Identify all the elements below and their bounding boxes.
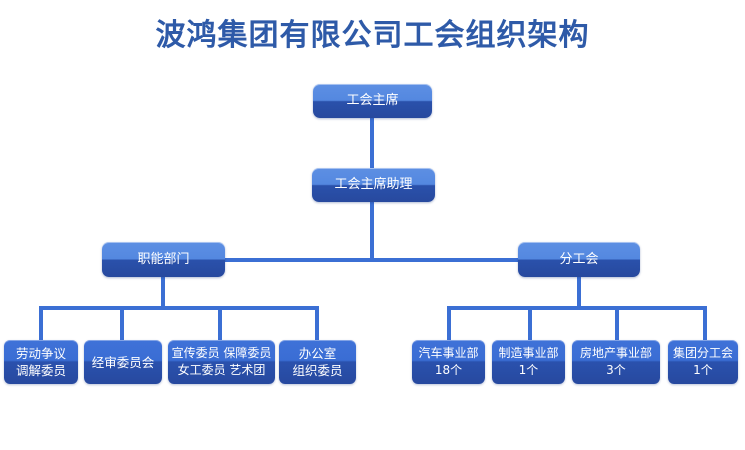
node-audit-committee-label: 经审委员会 <box>91 354 155 370</box>
node-real-estate-division-label: 房地产事业部 3个 <box>579 346 652 377</box>
connector-chairman-assistant <box>370 117 374 168</box>
connector-functional-down <box>161 277 165 308</box>
node-chairman-label: 工会主席 <box>346 93 399 108</box>
connector-mid-horizontal <box>225 258 518 262</box>
node-chairman[interactable]: 工会主席 <box>313 84 432 118</box>
node-chairman-assistant-label: 工会主席助理 <box>334 177 413 192</box>
connector-branch-drop-2 <box>528 306 532 340</box>
node-branch-union-label: 分工会 <box>559 251 599 267</box>
node-publicity-welfare-women-arts[interactable]: 宣传委员 保障委员 女工委员 艺术团 <box>168 340 275 384</box>
node-branch-union[interactable]: 分工会 <box>518 242 640 277</box>
node-group-branch-union-label: 集团分工会 1个 <box>672 346 733 377</box>
node-functional-departments[interactable]: 职能部门 <box>102 242 225 277</box>
connector-branch-drop-1 <box>447 306 451 340</box>
node-manufacturing-division[interactable]: 制造事业部 1个 <box>492 340 565 384</box>
node-publicity-welfare-women-arts-label: 宣传委员 保障委员 女工委员 艺术团 <box>171 346 272 377</box>
node-labor-dispute-mediation[interactable]: 劳动争议 调解委员 <box>4 340 78 384</box>
node-labor-dispute-mediation-label: 劳动争议 调解委员 <box>15 346 66 378</box>
connector-functional-drop-3 <box>218 306 222 340</box>
connector-functional-drop-1 <box>39 306 43 340</box>
connector-branch-bus <box>447 306 705 310</box>
connector-functional-drop-2 <box>120 306 124 340</box>
connector-assistant-down <box>370 202 374 260</box>
node-group-branch-union[interactable]: 集团分工会 1个 <box>668 340 738 384</box>
node-automotive-division-label: 汽车事业部 18个 <box>418 346 479 377</box>
connector-functional-drop-4 <box>315 306 319 340</box>
node-chairman-assistant[interactable]: 工会主席助理 <box>312 168 435 202</box>
node-audit-committee[interactable]: 经审委员会 <box>84 340 162 384</box>
connector-branch-drop-3 <box>615 306 619 340</box>
node-office-organization-label: 办公室 组织委员 <box>292 346 343 378</box>
connector-branch-down <box>577 277 581 308</box>
connector-branch-drop-4 <box>703 306 707 340</box>
node-manufacturing-division-label: 制造事业部 1个 <box>498 346 559 377</box>
node-office-organization[interactable]: 办公室 组织委员 <box>279 340 356 384</box>
node-automotive-division[interactable]: 汽车事业部 18个 <box>412 340 485 384</box>
page-title: 波鸿集团有限公司工会组织架构 <box>155 18 590 53</box>
connector-functional-bus <box>39 306 319 310</box>
node-real-estate-division[interactable]: 房地产事业部 3个 <box>572 340 660 384</box>
node-functional-departments-label: 职能部门 <box>137 251 190 267</box>
